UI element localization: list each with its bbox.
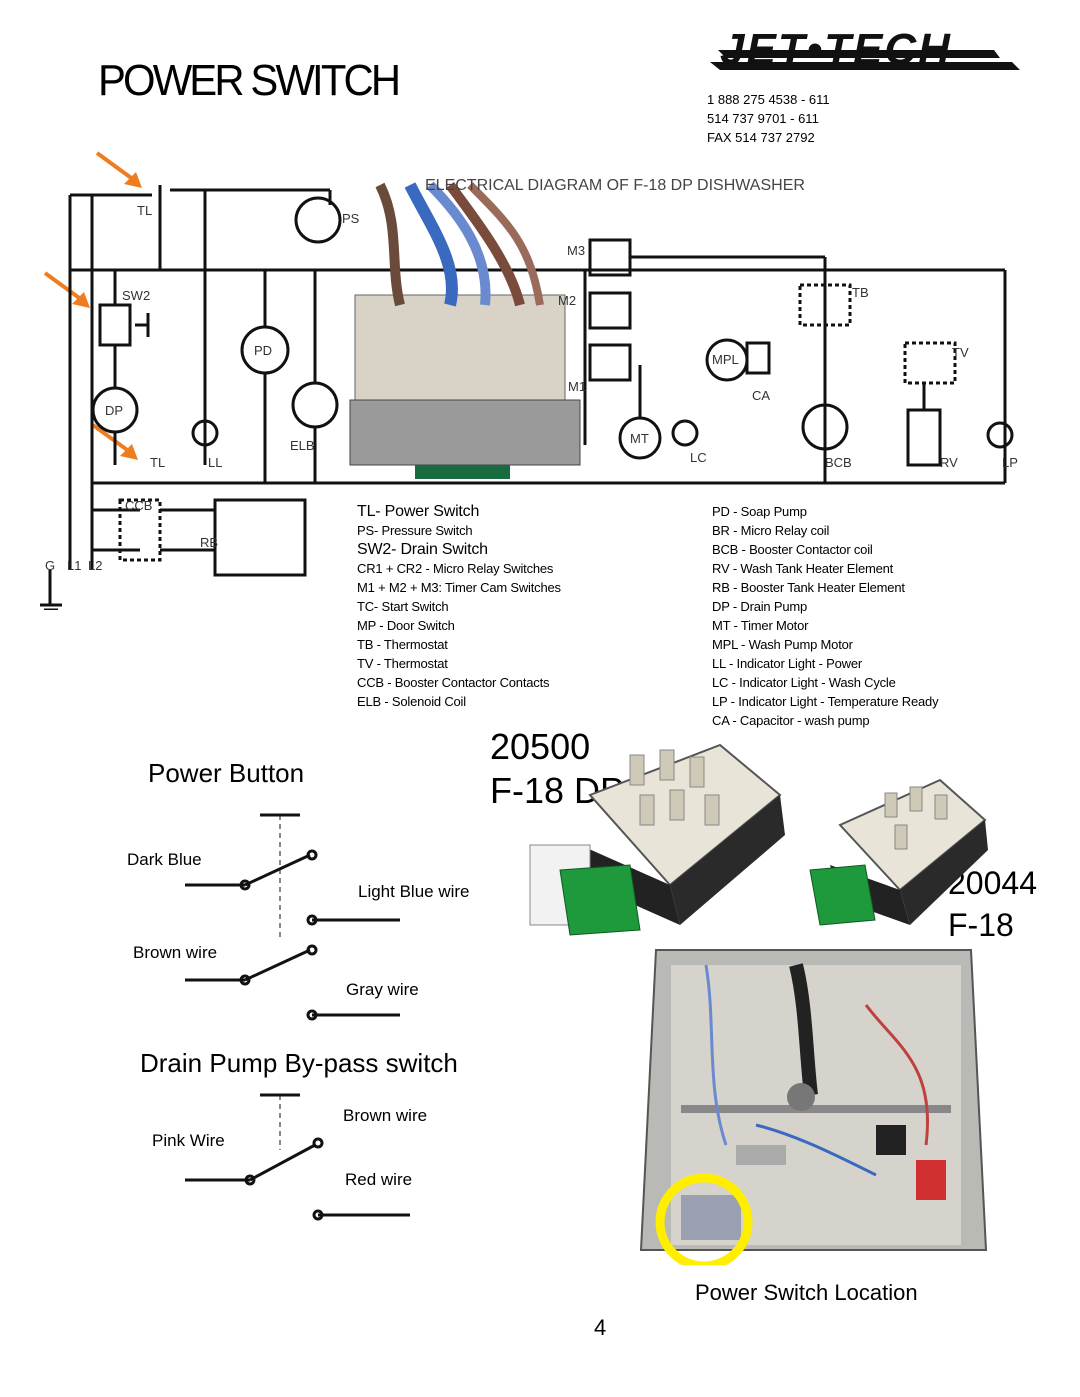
- switch-20500-photo: [529, 743, 785, 936]
- label-lp: LP: [1002, 455, 1018, 470]
- label-m3: M3: [567, 243, 585, 258]
- legend-item: M1 + M2 + M3: Timer Cam Switches: [357, 580, 561, 595]
- legend-item: MPL - Wash Pump Motor: [712, 637, 853, 652]
- legend-item: ELB - Solenoid Coil: [357, 694, 466, 709]
- legend-item: TC- Start Switch: [357, 599, 449, 614]
- legend-item: LL - Indicator Light - Power: [712, 656, 862, 671]
- label-ccb: CCB: [125, 498, 152, 513]
- phone-line-2: 514 737 9701 - 611: [707, 111, 819, 126]
- label-ll: LL: [208, 455, 222, 470]
- legend-left: TL- Power Switch PS- Pressure Switch SW2…: [357, 502, 657, 711]
- dark-blue-label: Dark Blue: [127, 850, 202, 869]
- label-bcb: BCB: [825, 455, 852, 470]
- label-rb: RB: [200, 535, 218, 550]
- switch-20044-photo: [809, 778, 988, 926]
- label-tl-bot: TL: [150, 455, 165, 470]
- gray-wire-label: Gray wire: [346, 980, 419, 999]
- power-switch-location-label: Power Switch Location: [695, 1280, 918, 1305]
- fax-line: FAX 514 737 2792: [707, 130, 815, 145]
- label-m2: M2: [558, 293, 576, 308]
- legend-item: LC - Indicator Light - Wash Cycle: [712, 675, 896, 690]
- legend-item: CA - Capacitor - wash pump: [712, 713, 870, 728]
- label-tv: TV: [952, 345, 969, 360]
- legend-item: BCB - Booster Contactor coil: [712, 542, 873, 557]
- label-sw2: SW2: [122, 288, 150, 303]
- legend-item: RV - Wash Tank Heater Element: [712, 561, 894, 576]
- arrow-icon: [91, 423, 138, 460]
- drain-pump-title: Drain Pump By-pass switch: [140, 1048, 458, 1078]
- control-box-photo: [639, 949, 988, 1265]
- brown-wire-label: Brown wire: [343, 1106, 428, 1125]
- label-l1: L1: [67, 558, 81, 573]
- label-mt: MT: [630, 431, 649, 446]
- legend-item: CCB - Booster Contactor Contacts: [357, 675, 550, 690]
- brown-wire-label: Brown wire: [133, 943, 218, 962]
- power-button-title: Power Button: [148, 758, 305, 788]
- legend-item: TB - Thermostat: [357, 637, 448, 652]
- electrical-diagram: ELECTRICAL DIAGRAM OF F-18 DP DISHWASHER…: [40, 177, 1018, 610]
- legend-item: SW2- Drain Switch: [357, 541, 488, 558]
- label-rv: RV: [940, 455, 958, 470]
- label-ca: CA: [752, 388, 770, 403]
- legend-item: MT - Timer Motor: [712, 618, 809, 633]
- legend-item: CR1 + CR2 - Micro Relay Switches: [357, 561, 554, 576]
- legend-right: PD - Soap Pump BR - Micro Relay coil BCB…: [712, 502, 1032, 730]
- label-pd: PD: [254, 343, 272, 358]
- model-name: F-18: [948, 907, 1014, 943]
- diagram-title: ELECTRICAL DIAGRAM OF F-18 DP DISHWASHER: [425, 177, 805, 194]
- legend-item: DP - Drain Pump: [712, 599, 808, 614]
- light-blue-wire-label: Light Blue wire: [358, 882, 470, 901]
- brand-text: JET•TECH: [720, 25, 952, 74]
- label-mpl: MPL: [712, 352, 739, 367]
- pink-wire-label: Pink Wire: [152, 1131, 225, 1150]
- legend-item: TL- Power Switch: [357, 503, 480, 520]
- legend-item: TV - Thermostat: [357, 656, 448, 671]
- arrow-icon: [43, 271, 90, 308]
- arrow-icon: [95, 151, 142, 188]
- label-g: G: [45, 558, 55, 573]
- legend-item: PS- Pressure Switch: [357, 523, 473, 538]
- model-number: 20500: [490, 726, 591, 767]
- drain-pump-schematic: [185, 1093, 410, 1221]
- label-tb: TB: [852, 285, 869, 300]
- power-button-schematic: [185, 813, 400, 1021]
- label-dp: DP: [105, 403, 123, 418]
- phone-line-1: 1 888 275 4538 - 611: [707, 92, 830, 107]
- jet-tech-logo: JET•TECH: [710, 25, 1020, 74]
- page-title: POWER SWITCH: [98, 56, 401, 105]
- red-wire-label: Red wire: [345, 1170, 413, 1189]
- label-m1: M1: [568, 379, 586, 394]
- legend-item: BR - Micro Relay coil: [712, 523, 830, 538]
- page-number: 4: [594, 1315, 607, 1340]
- legend-item: RB - Booster Tank Heater Element: [712, 580, 905, 595]
- legend-item: MP - Door Switch: [357, 618, 455, 633]
- label-lc: LC: [690, 450, 707, 465]
- label-tl-top: TL: [137, 203, 152, 218]
- label-ps: PS: [342, 211, 360, 226]
- legend-item: LP - Indicator Light - Temperature Ready: [712, 694, 939, 709]
- label-l2: L2: [88, 558, 102, 573]
- legend-item: PD - Soap Pump: [712, 504, 807, 519]
- power-switch-location-highlight: [655, 1173, 753, 1265]
- label-elb: ELB: [290, 438, 315, 453]
